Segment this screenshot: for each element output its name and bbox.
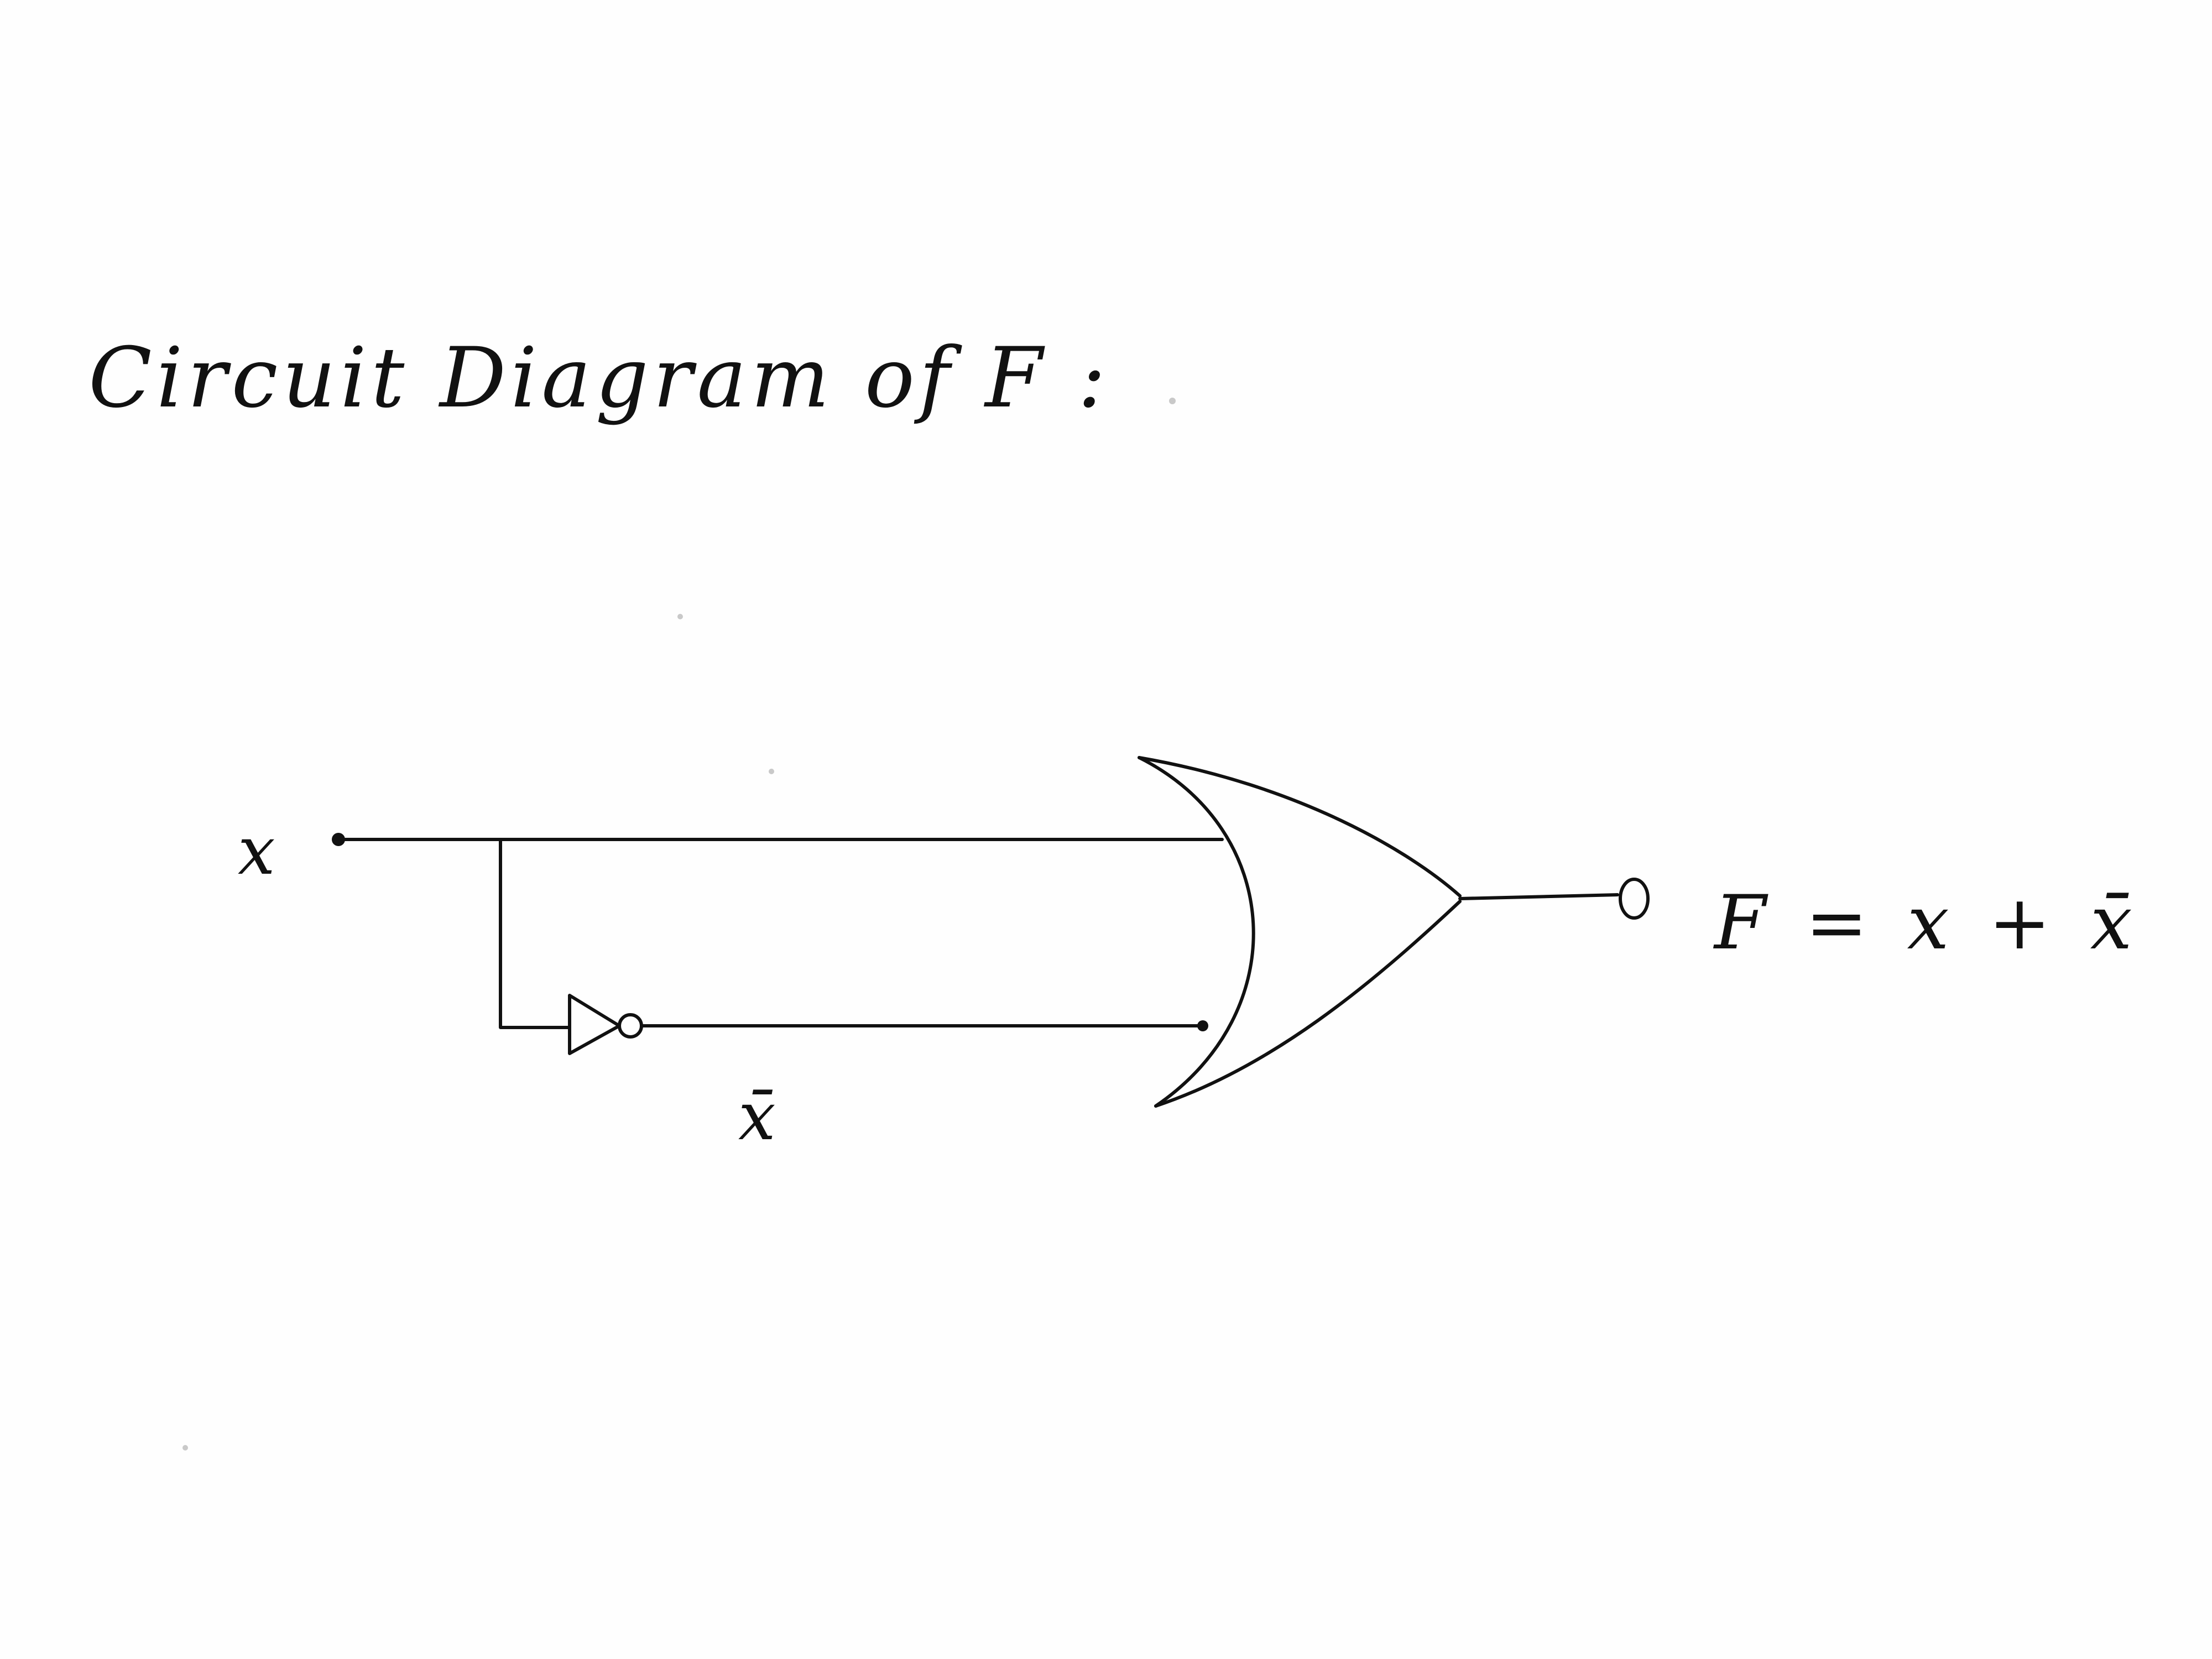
not-gate-triangle [568, 994, 621, 1055]
not-gate [568, 994, 643, 1055]
or-gate-top-curve [1138, 756, 1462, 898]
output-equation: F = x + x̄ [1713, 879, 2140, 966]
or-gate-bottom-curve [1154, 900, 1462, 1108]
not-gate-bubble [618, 1013, 643, 1039]
diagram-title: Circuit Diagram of F : [88, 330, 1110, 426]
paper-speck [677, 614, 683, 619]
paper-speck [769, 769, 774, 774]
paper-speck [182, 1445, 188, 1451]
or-gate [1138, 756, 1462, 1108]
wire-output [1458, 893, 1619, 900]
paper-speck [1169, 398, 1176, 404]
inverted-label: x̄ [738, 1078, 776, 1155]
input-label: x [238, 813, 275, 890]
or-input-dot [1197, 1020, 1208, 1031]
output-terminal [1619, 878, 1650, 920]
wire-branch-to-not [499, 838, 571, 1029]
or-gate-back-curve [1138, 756, 1255, 1108]
